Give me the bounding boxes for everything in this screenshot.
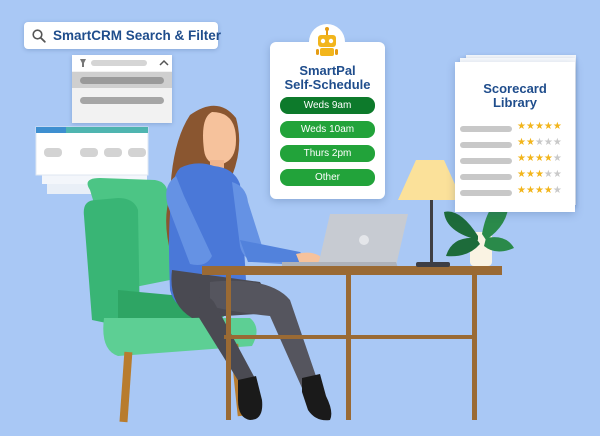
filter-icon xyxy=(80,59,86,67)
potted-plant xyxy=(444,196,514,266)
chevron-up-icon[interactable] xyxy=(159,59,169,66)
scorecard-row-label xyxy=(460,142,512,148)
self-schedule-card: SmartPal Self-Schedule Weds 9am Weds 10a… xyxy=(270,24,385,199)
woman-at-laptop xyxy=(166,105,332,421)
star-icon: ★ xyxy=(525,185,535,196)
star-icon: ★ xyxy=(517,169,526,180)
scorecard-title-line1: Scorecard xyxy=(483,81,547,96)
search-label: SmartCRM Search & Filter xyxy=(53,28,222,43)
star-icon: ★ xyxy=(525,137,535,148)
star-icon: ★ xyxy=(534,153,544,164)
filter-option[interactable] xyxy=(72,92,172,108)
star-icon: ★ xyxy=(552,121,562,132)
star-icon: ★ xyxy=(543,121,553,132)
star-icon: ★ xyxy=(517,121,526,132)
scorecard-row-label xyxy=(460,126,512,132)
slot-button-other[interactable]: Other xyxy=(280,169,375,186)
star-icon: ★ xyxy=(534,169,544,180)
star-icon: ★ xyxy=(517,185,526,196)
star-rating: ★★★★★ xyxy=(517,169,562,180)
scorecard-title-line2: Library xyxy=(492,95,538,110)
scorecard-row[interactable]: ★★★★★ xyxy=(460,121,570,134)
slot-button-thurs-2pm[interactable]: Thurs 2pm xyxy=(280,145,375,162)
star-icon: ★ xyxy=(534,121,544,132)
desk-lamp xyxy=(398,160,462,267)
scorecard-row[interactable]: ★★★★★ xyxy=(460,185,570,198)
star-icon: ★ xyxy=(543,153,553,164)
search-icon xyxy=(32,28,46,43)
star-icon: ★ xyxy=(543,185,553,196)
scorecard-library-card: Scorecard Library ★★★★★★★★★★★★★★★★★★★★★★… xyxy=(455,62,575,212)
scorecard-title: Scorecard Library xyxy=(455,82,575,110)
star-rating: ★★★★★ xyxy=(517,121,562,132)
slot-button-weds-10am[interactable]: Weds 10am xyxy=(280,121,375,138)
filter-dropdown[interactable] xyxy=(72,55,172,123)
filter-placeholder xyxy=(91,60,147,66)
scorecard-row[interactable]: ★★★★★ xyxy=(460,153,570,166)
scorecard-row-label xyxy=(460,158,512,164)
star-rating: ★★★★★ xyxy=(517,137,562,148)
star-icon: ★ xyxy=(552,153,562,164)
star-icon: ★ xyxy=(552,169,562,180)
star-rating: ★★★★★ xyxy=(517,153,562,164)
star-icon: ★ xyxy=(534,137,544,148)
star-icon: ★ xyxy=(543,137,553,148)
star-icon: ★ xyxy=(552,137,562,148)
desk xyxy=(202,266,502,420)
star-icon: ★ xyxy=(525,153,535,164)
scorecard-row[interactable]: ★★★★★ xyxy=(460,169,570,182)
scorecard-row-label xyxy=(460,174,512,180)
star-icon: ★ xyxy=(525,121,535,132)
star-icon: ★ xyxy=(534,185,544,196)
schedule-title: SmartPal Self-Schedule xyxy=(270,64,385,92)
slot-button-weds-9am[interactable]: Weds 9am xyxy=(280,97,375,114)
star-icon: ★ xyxy=(525,169,535,180)
search-bar[interactable]: SmartCRM Search & Filter xyxy=(24,22,222,49)
schedule-title-line1: SmartPal xyxy=(299,63,356,78)
scorecard-row-label xyxy=(460,190,512,196)
star-icon: ★ xyxy=(517,137,526,148)
star-icon: ★ xyxy=(552,185,562,196)
filter-header[interactable] xyxy=(72,55,172,71)
star-icon: ★ xyxy=(543,169,553,180)
schedule-title-line2: Self-Schedule xyxy=(284,77,371,92)
robot-icon xyxy=(309,24,345,60)
star-icon: ★ xyxy=(517,153,526,164)
scorecard-row[interactable]: ★★★★★ xyxy=(460,137,570,150)
background-window-panel xyxy=(35,126,149,194)
star-rating: ★★★★★ xyxy=(517,185,562,196)
filter-option[interactable] xyxy=(72,72,172,88)
